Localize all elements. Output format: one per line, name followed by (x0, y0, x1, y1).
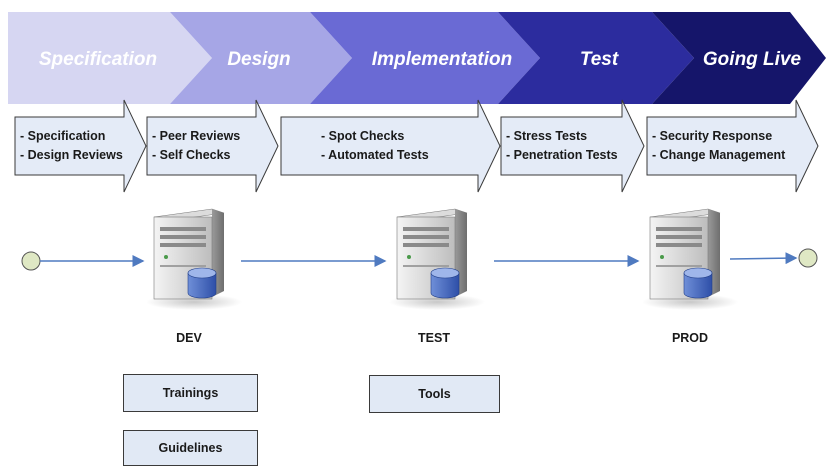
phase-chevron-going-live (652, 12, 826, 104)
deployment-flow (21, 248, 818, 271)
tools-box: Tools (369, 375, 500, 413)
phase-chevron-specification (8, 12, 212, 104)
activity-text: - Design Reviews (20, 148, 123, 162)
activity-text: - Security Response (652, 129, 772, 143)
env-label-test: TEST (418, 331, 450, 345)
activity-text: - Peer Reviews (152, 129, 240, 143)
activity-arrow-specification (14, 99, 147, 193)
activity-arrow-implementation (280, 99, 501, 193)
env-label-prod: PROD (672, 331, 708, 345)
phase-chevron-test (498, 12, 694, 104)
phase-chevron-design (170, 12, 352, 104)
trainings-box: Trainings (123, 374, 258, 412)
phase-label-implementation: Implementation (372, 49, 512, 70)
flow-end-node (798, 248, 818, 268)
phase-label-specification: Specification (39, 49, 157, 70)
activity-text: - Penetration Tests (506, 148, 618, 162)
activity-arrows: - Specification - Design Reviews - Peer … (14, 99, 819, 193)
server-test-icon (389, 208, 485, 310)
activity-arrow-test (500, 99, 645, 193)
activity-arrow-going-live (646, 99, 819, 193)
flow-arrow (729, 252, 798, 265)
server-prod-icon (642, 208, 738, 310)
phase-chevron-implementation (310, 12, 540, 104)
activity-text: - Change Management (652, 148, 786, 162)
phase-band: Specification Design Implementation Test… (8, 12, 826, 104)
activity-text: - Self Checks (152, 148, 231, 162)
activity-text: - Spot Checks (321, 129, 404, 143)
guidelines-box: Guidelines (123, 430, 258, 466)
env-label-dev: DEV (176, 331, 202, 345)
flow-start-node (21, 251, 41, 271)
phase-label-test: Test (580, 49, 619, 70)
activity-arrow-design (146, 99, 279, 193)
phase-label-going-live: Going Live (703, 49, 802, 70)
activity-text: - Automated Tests (321, 148, 429, 162)
server-dev-icon (146, 208, 242, 310)
activity-text: - Specification (20, 129, 105, 143)
phase-label-design: Design (227, 49, 290, 70)
activity-text: - Stress Tests (506, 129, 587, 143)
